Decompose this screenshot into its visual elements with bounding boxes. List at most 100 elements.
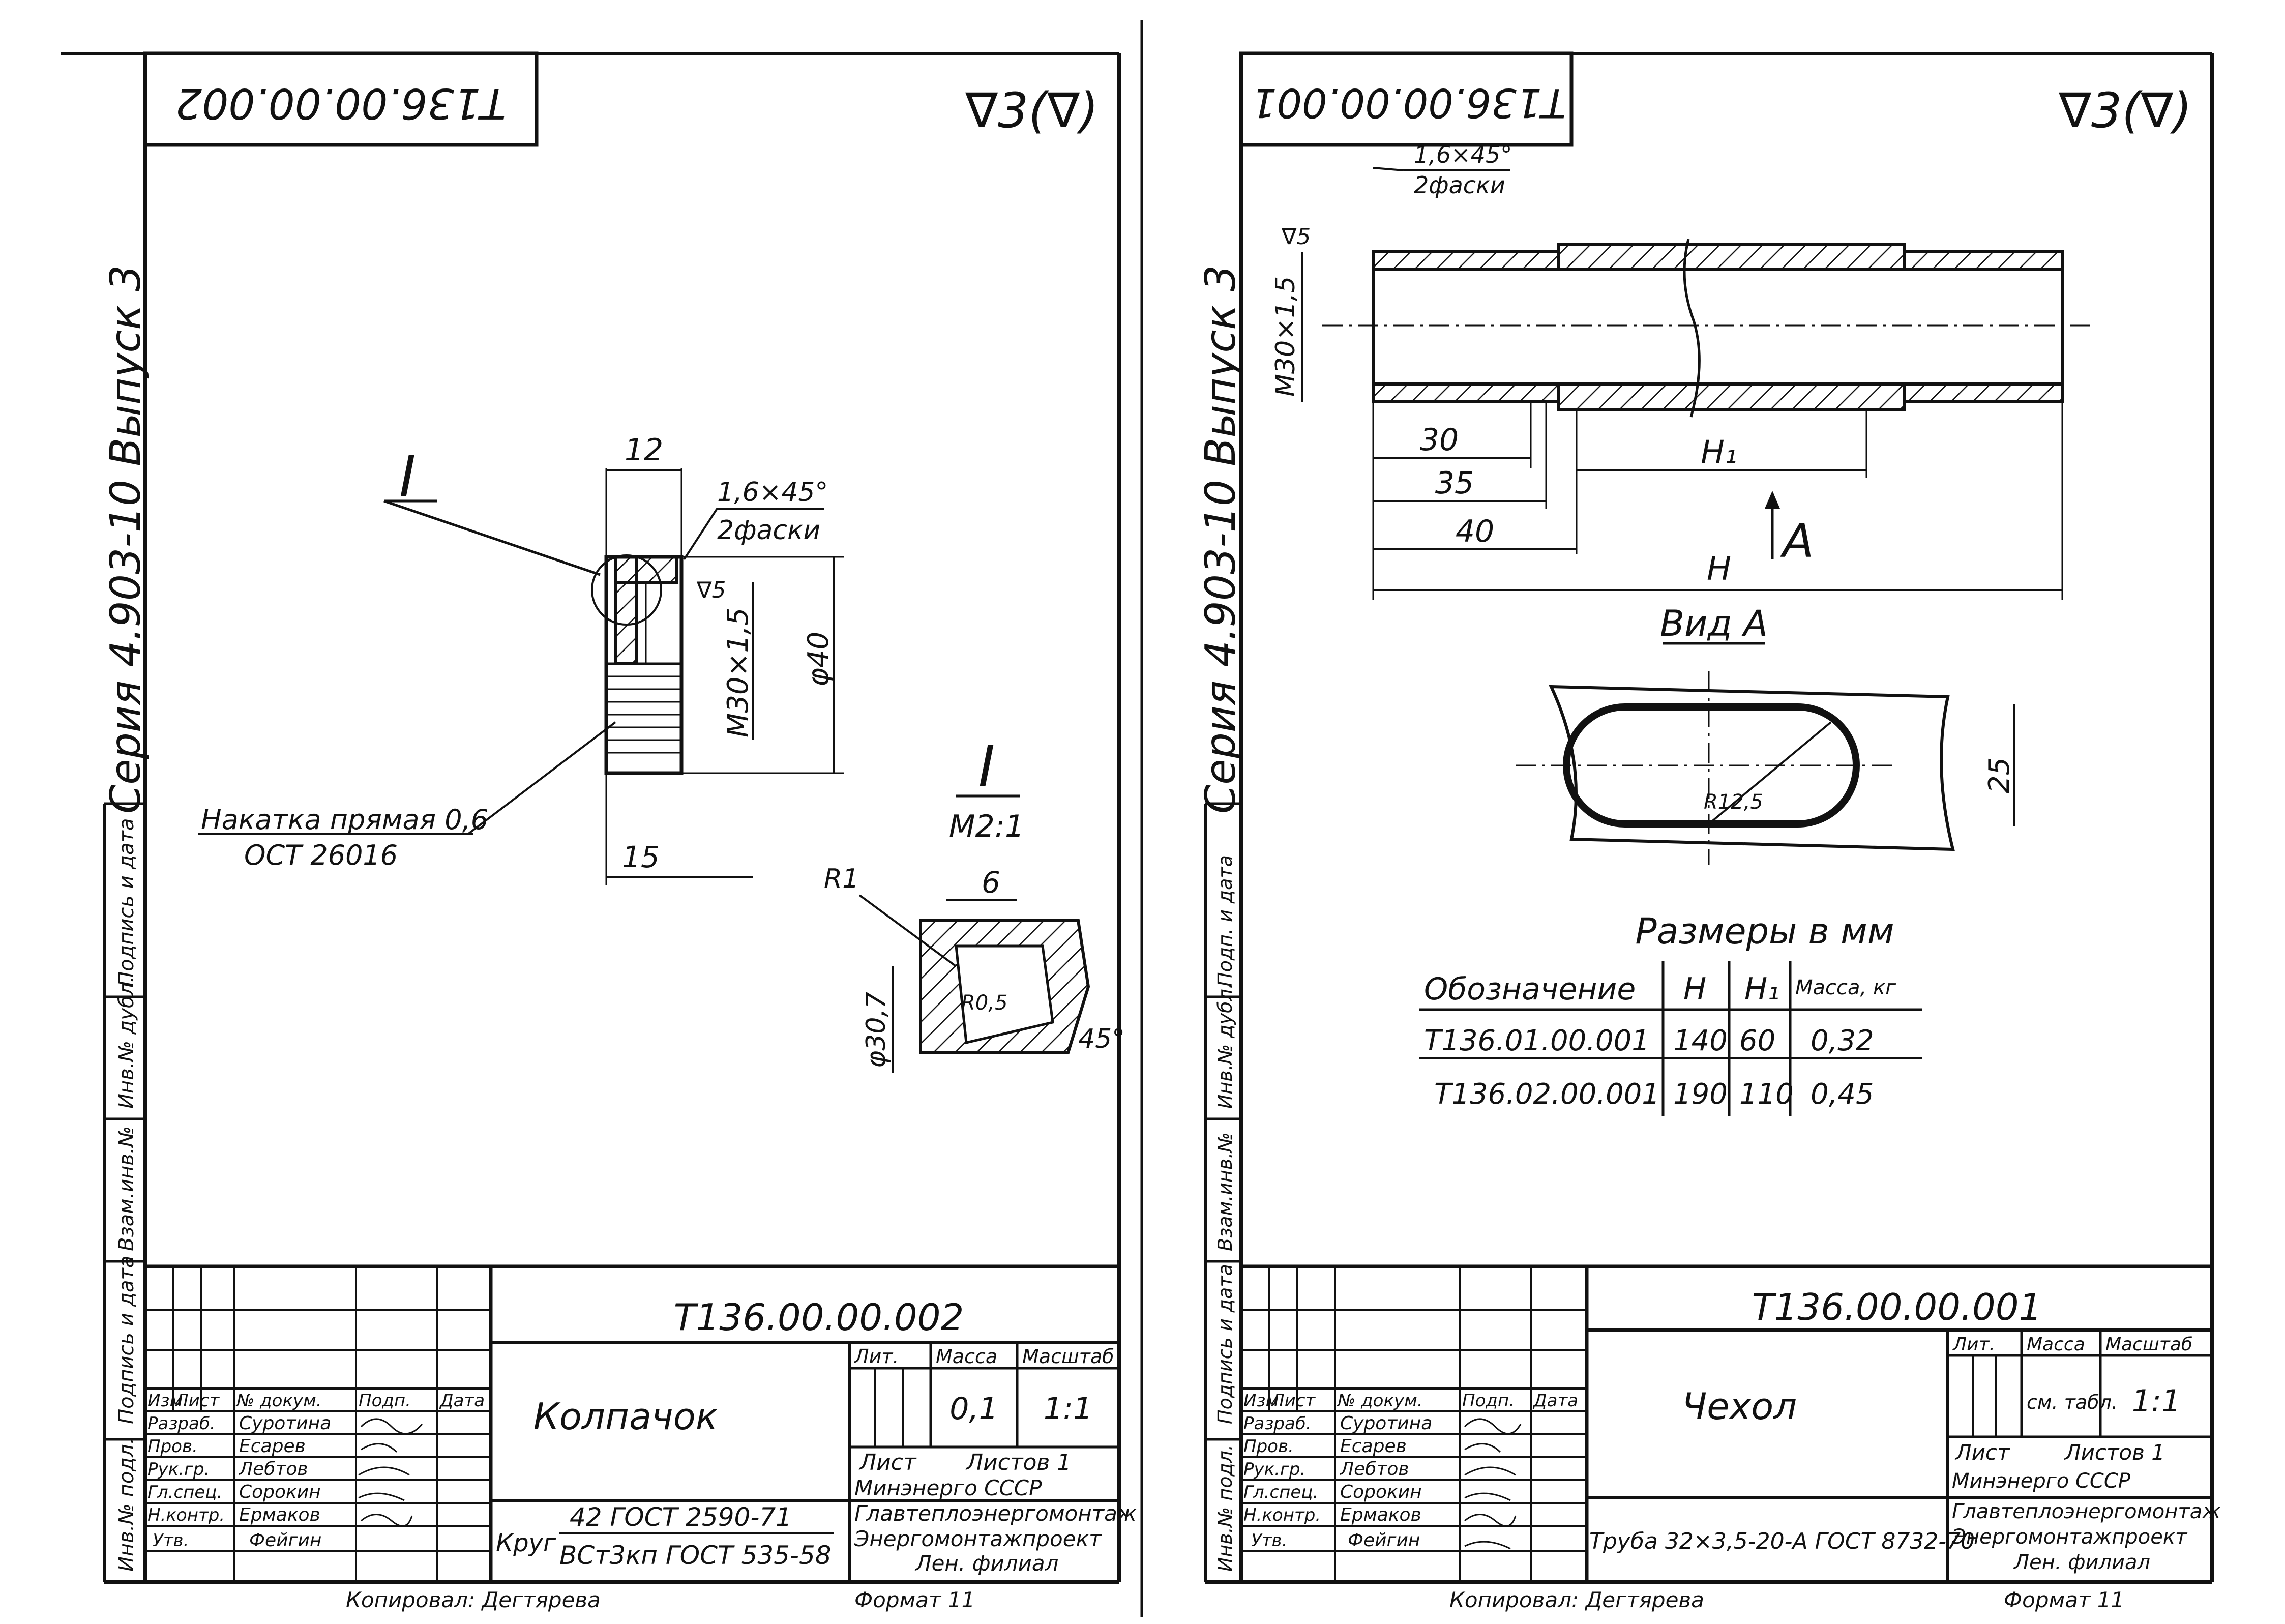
left-side-label-2: Подпись и дата xyxy=(115,1256,138,1424)
right-sheet: Т136.00.00.001 ∇3(∇) Серия 4.903-10 Выпу… xyxy=(1197,51,2220,1612)
left-scale: 1:1 xyxy=(1044,1391,1093,1427)
table-row-1-mass: 0,32 xyxy=(1811,1024,1874,1057)
table-row-2-designation: Т136.02.00.001 xyxy=(1434,1078,1660,1111)
right-chamfer-count: 2фаски xyxy=(1414,171,1505,199)
right-scale: 1:1 xyxy=(2132,1383,2181,1419)
left-series-label: Серия 4.903-10 Выпуск 3 xyxy=(102,265,150,814)
right-col-doc: № докум. xyxy=(1337,1391,1423,1411)
left-col-izm: Изм. xyxy=(147,1391,188,1411)
view-a: Вид А R12,5 25 xyxy=(1516,603,2016,865)
right-material: Труба 32×3,5-20-А ГОСТ 8732-70 xyxy=(1589,1528,1975,1554)
right-side-label-5: Подп. и дата xyxy=(1214,855,1236,987)
left-org-4: Лен. филиал xyxy=(914,1551,1059,1576)
right-dim-h: Н xyxy=(1707,550,1731,588)
left-r1: R1 xyxy=(824,864,859,894)
right-radius: R12,5 xyxy=(1704,790,1763,814)
dimensions-table: Размеры в мм Обозначение Н Н₁ Масса, кг … xyxy=(1419,910,1922,1116)
table-row-2-mass: 0,45 xyxy=(1811,1078,1874,1111)
right-sheets-label: Листов 1 xyxy=(2064,1440,2165,1465)
right-top-doc-number: Т136.00.00.001 xyxy=(1252,79,1566,125)
right-dim-30: 30 xyxy=(1420,422,1459,458)
right-title-doc-number: Т136.00.00.001 xyxy=(1752,1286,2042,1328)
left-detail-scale: М2:1 xyxy=(949,809,1024,844)
left-title-block: Т136.00.00.002 Колпачок Лит. Масса Масшт… xyxy=(145,1264,1137,1582)
left-role-5: Н.контр. xyxy=(147,1505,225,1525)
table-header-h1: Н₁ xyxy=(1744,971,1779,1007)
left-sheet: Т136.00.00.002 ∇3(∇) Серия 4.903-10 Выпу… xyxy=(61,51,1137,1612)
right-org-2: Главтеплоэнергомонтаж xyxy=(1952,1500,2220,1523)
right-name-3: Лебтов xyxy=(1339,1459,1409,1480)
left-title-name: Колпачок xyxy=(533,1395,718,1438)
left-dim-12: 12 xyxy=(625,432,663,468)
left-name-6: Фейгин xyxy=(249,1530,321,1551)
left-role-6: Утв. xyxy=(153,1530,189,1551)
right-signatures xyxy=(1464,1418,1522,1550)
table-row-1-designation: Т136.01.00.001 xyxy=(1424,1024,1650,1057)
right-name-5: Ермаков xyxy=(1340,1504,1421,1525)
left-org-1: Минэнерго СССР xyxy=(854,1475,1042,1500)
right-role-2: Пров. xyxy=(1243,1436,1294,1457)
left-name-2: Есарев xyxy=(239,1436,306,1457)
left-detail-mark: I xyxy=(978,734,995,799)
left-col-date: Дата xyxy=(439,1391,485,1411)
table-row-2-h: 190 xyxy=(1673,1078,1728,1111)
left-copied: Копировал: Дегтярева xyxy=(346,1587,601,1612)
left-side-label-3: Взам.инв.№ xyxy=(115,1126,138,1251)
right-side-label-4: Инв.№ дубл. xyxy=(1214,983,1236,1109)
left-angle-45: 45° xyxy=(1078,1024,1125,1054)
right-dim-h1: Н₁ xyxy=(1701,433,1737,470)
table-header-h: Н xyxy=(1683,971,1706,1007)
left-side-label-4: Инв.№ дубл. xyxy=(115,976,138,1109)
right-org-3: Энергомонтажпроект xyxy=(1951,1525,2188,1549)
left-title-doc-number: Т136.00.00.002 xyxy=(674,1296,964,1339)
left-role-3: Рук.гр. xyxy=(147,1459,210,1480)
right-chamfer: 1,6×45° xyxy=(1414,141,1512,168)
right-title-name: Чехол xyxy=(1682,1385,1797,1428)
right-format: Формат 11 xyxy=(2004,1587,2124,1612)
left-signatures xyxy=(358,1418,423,1527)
left-role-2: Пров. xyxy=(147,1436,198,1457)
right-role-6: Утв. xyxy=(1251,1530,1287,1551)
left-thread: М30×1,5 xyxy=(722,607,755,737)
detail-i-view: I М2:1 R1 6 R0,5 φ30,7 45° xyxy=(824,734,1125,1073)
left-role-1: Разраб. xyxy=(147,1413,216,1434)
left-col-list: Лист xyxy=(174,1391,220,1411)
right-name-6: Фейгин xyxy=(1348,1530,1420,1551)
left-lit-header: Лит. xyxy=(853,1345,899,1368)
right-side-label-3: Взам.инв.№ xyxy=(1214,1132,1236,1251)
left-org-2: Главтеплоэнергомонтаж xyxy=(854,1501,1137,1526)
left-knurl-1: Накатка прямая 0,6 xyxy=(201,804,488,836)
right-col-date: Дата xyxy=(1532,1391,1578,1411)
left-side-label-5: Подпись и дата xyxy=(115,818,138,987)
right-series-label: Серия 4.903-10 Выпуск 3 xyxy=(1197,265,1245,814)
left-material-prefix: Круг xyxy=(496,1529,556,1557)
right-role-4: Гл.спец. xyxy=(1243,1482,1318,1502)
left-material-2: ВСт3кп ГОСТ 535-58 xyxy=(559,1541,832,1570)
right-scale-header: Масштаб xyxy=(2105,1334,2192,1355)
left-col-doc: № докум. xyxy=(235,1391,322,1411)
left-roughness-5: ∇5 xyxy=(696,577,726,603)
right-dim-35: 35 xyxy=(1435,465,1474,501)
right-col-izm: Изм. xyxy=(1243,1391,1284,1411)
left-knurl-2: ОСТ 26016 xyxy=(244,839,398,871)
table-row-1-h1: 60 xyxy=(1739,1024,1775,1057)
left-mass: 0,1 xyxy=(949,1391,998,1427)
left-format: Формат 11 xyxy=(854,1587,975,1612)
right-mass: см. табл. xyxy=(2027,1391,2118,1413)
right-org-1: Минэнерго СССР xyxy=(1952,1469,2131,1493)
left-col-sign: Подп. xyxy=(359,1391,411,1411)
left-sheet-label: Лист xyxy=(858,1450,917,1475)
left-dia-40: φ40 xyxy=(802,632,835,687)
left-top-number-box xyxy=(143,51,539,147)
table-row-1-h: 140 xyxy=(1673,1024,1728,1057)
right-name-1: Суротина xyxy=(1340,1413,1432,1434)
right-mass-header: Масса xyxy=(2027,1334,2085,1355)
table-row-2-h1: 110 xyxy=(1739,1078,1794,1111)
right-table-title: Размеры в мм xyxy=(1635,910,1894,952)
right-org-4: Лен. филиал xyxy=(2013,1551,2150,1574)
right-thread: М30×1,5 xyxy=(1270,276,1301,397)
right-side-label-1: Инв.№ подл. xyxy=(1214,1444,1236,1572)
right-view-label: Вид А xyxy=(1660,603,1768,644)
cap-section-view: I 12 1,6×45° 2фаски ∇5 М30×1,5 φ40 15 xyxy=(198,432,844,885)
